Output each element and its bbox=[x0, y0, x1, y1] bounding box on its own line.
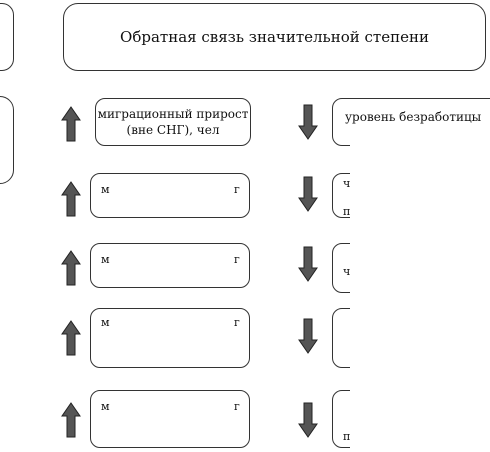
down-arrow-icon bbox=[298, 246, 318, 282]
indicator-box-2: м г bbox=[90, 173, 250, 218]
indicator-label-2-end: г bbox=[234, 183, 240, 196]
indicator-label-1-line2: (вне СНГ), чел bbox=[126, 123, 220, 137]
left-column-box-top bbox=[0, 3, 14, 71]
indicator-box-1: миграционный прирост (вне СНГ), чел bbox=[95, 98, 251, 146]
indicator-box-3: м г bbox=[90, 243, 250, 288]
down-arrow-icon bbox=[298, 176, 318, 212]
left-column-box-middle bbox=[0, 96, 14, 184]
indicator-label-5-end: г bbox=[234, 400, 240, 413]
indicator-label-1-line1: миграционный прирост bbox=[97, 107, 249, 121]
indicator-box-5: м г bbox=[90, 390, 250, 448]
indicator-label-5-start: м bbox=[101, 400, 110, 413]
up-arrow-icon bbox=[61, 181, 81, 217]
up-arrow-icon bbox=[61, 106, 81, 142]
indicator-box-4: м г bbox=[90, 308, 250, 368]
result-label-2-start: ч bbox=[343, 177, 351, 190]
feedback-header-title: Обратная связь значительной степени bbox=[120, 28, 429, 46]
up-arrow-icon bbox=[61, 320, 81, 356]
result-label-3-start: ч bbox=[343, 265, 351, 278]
result-label-1: уровень безработицы bbox=[345, 110, 482, 124]
indicator-label-2-start: м bbox=[101, 183, 110, 196]
down-arrow-icon bbox=[298, 104, 318, 140]
up-arrow-icon bbox=[61, 250, 81, 286]
down-arrow-icon bbox=[298, 318, 318, 354]
indicator-label-4-end: г bbox=[234, 316, 240, 329]
feedback-header-box: Обратная связь значительной степени bbox=[63, 3, 486, 71]
occluded-region bbox=[350, 128, 490, 452]
result-label-5-start: п bbox=[343, 430, 351, 443]
down-arrow-icon bbox=[298, 402, 318, 438]
indicator-label-3-start: м bbox=[101, 253, 110, 266]
up-arrow-icon bbox=[61, 402, 81, 438]
indicator-label-4-start: м bbox=[101, 316, 110, 329]
indicator-label-3-end: г bbox=[234, 253, 240, 266]
result-label-2-end: п bbox=[343, 205, 351, 218]
